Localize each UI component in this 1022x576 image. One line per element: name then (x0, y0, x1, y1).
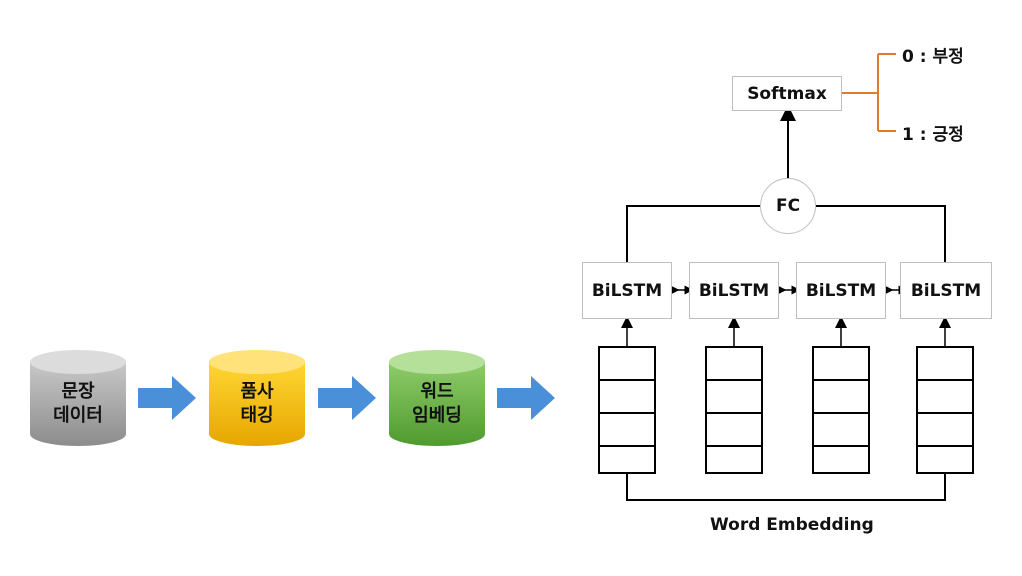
softmax-box: Softmax (732, 76, 842, 111)
pipeline-arrow-3 (497, 376, 555, 420)
step1-line2: 데이터 (53, 405, 103, 426)
bilstm-box-2: BiLSTM (689, 262, 779, 319)
step3-line1: 워드 (420, 381, 454, 402)
step3-line2: 임베딩 (412, 405, 462, 426)
bilstm-box-3: BiLSTM (796, 262, 886, 319)
embedding-bracket (626, 474, 946, 501)
output-positive: 1 : 긍정 (902, 125, 964, 145)
fc-bracket (626, 205, 760, 262)
pos-tagging-cylinder: 품사 태깅 (209, 350, 305, 446)
pipeline-arrow-1 (138, 376, 196, 420)
step2-line1: 품사 (240, 381, 274, 402)
step2-line2: 태깅 (240, 405, 274, 426)
sentence-data-cylinder: 문장 데이터 (30, 350, 126, 446)
pipeline-arrow-2 (318, 376, 376, 420)
output-bracket (842, 53, 896, 132)
bilstm-box-1: BiLSTM (582, 262, 672, 319)
word-embedding-label: Word Embedding (710, 515, 874, 535)
output-negative: 0 : 부정 (902, 47, 964, 67)
embedding-vector-3 (812, 346, 870, 474)
embedding-vector-4 (916, 346, 974, 474)
word-embedding-cylinder: 워드 임베딩 (389, 350, 485, 446)
bilstm-box-4: BiLSTM (900, 262, 992, 319)
fc-node: FC (760, 178, 816, 234)
embedding-vector-2 (705, 346, 763, 474)
step1-line1: 문장 (61, 381, 95, 402)
embedding-vector-1 (598, 346, 656, 474)
